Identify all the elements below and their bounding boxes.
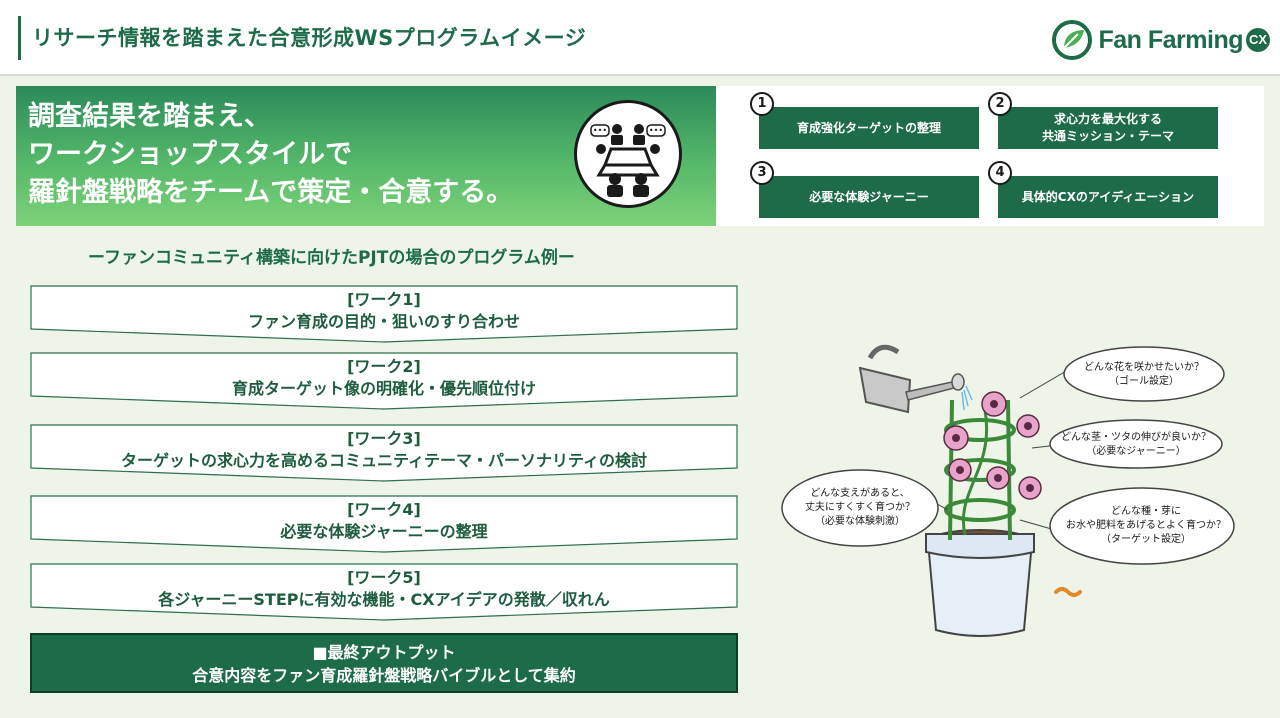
- svg-text:お水や肥料をあげるとよく育つか？: お水や肥料をあげるとよく育つか？: [1066, 518, 1226, 531]
- work-3: [ワーク3] ターゲットの求心力を高めるコミュニティテーマ・パーソナリティの検討: [30, 424, 738, 482]
- fan-farming-logo: Fan Farming CX: [1052, 20, 1270, 60]
- bubble-stimulus: どんな支えがあると、 丈夫にすくすく育つか？ （必要な体験刺激）: [781, 469, 939, 547]
- step-box-1: 育成強化ターゲットの整理: [759, 107, 979, 149]
- step-number-4: 4: [988, 161, 1012, 185]
- svg-text:（必要な体験刺激）: （必要な体験刺激）: [815, 514, 905, 527]
- worm-icon: [1054, 587, 1082, 597]
- work-title: [ワーク4]: [347, 500, 421, 519]
- plant-illustration: どんな花を咲かせたいか？ （ゴール設定） どんな茎・ツタの伸びが良いか？ （必要…: [781, 344, 1235, 637]
- svg-text:（ゴール設定）: （ゴール設定）: [1109, 374, 1179, 387]
- step-number-3: 3: [750, 161, 774, 185]
- work-description: 各ジャーニーSTEPに有効な機能・CXアイデアの発散／収れん: [158, 590, 610, 609]
- header-accent-bar: [18, 16, 21, 60]
- work-title: [ワーク5]: [347, 568, 421, 587]
- header: リサーチ情報を踏まえた合意形成WSプログラムイメージ Fan Farming C…: [0, 0, 1280, 76]
- logo-badge: CX: [1246, 28, 1270, 52]
- step-number-2: 2: [988, 92, 1012, 116]
- svg-text:どんな花を咲かせたいか？: どんな花を咲かせたいか？: [1084, 360, 1204, 373]
- work-title: [ワーク3]: [347, 429, 421, 448]
- chevron-box: [30, 285, 738, 343]
- logo-text: Fan Farming: [1098, 25, 1243, 54]
- final-output-box: ■最終アウトプット 合意内容をファン育成羅針盤戦略バイブルとして集約: [30, 633, 738, 693]
- work-title: [ワーク2]: [347, 357, 421, 376]
- svg-text:どんな支えがあると、: どんな支えがあると、: [810, 486, 910, 499]
- step-box-3: 必要な体験ジャーニー: [759, 176, 979, 218]
- bubble-target: どんな種・芽に お水や肥料をあげるとよく育つか？ （ターゲット設定）: [1049, 487, 1235, 565]
- step-box-2: 求心力を最大化する 共通ミッション・テーマ: [998, 107, 1218, 149]
- work-description: 育成ターゲット像の明確化・優先順位付け: [231, 379, 536, 398]
- chevron-box: [30, 563, 738, 621]
- svg-text:丈夫にすくすく育つか？: 丈夫にすくすく育つか？: [805, 500, 915, 513]
- flower-icons: [943, 391, 1042, 500]
- work-description: ターゲットの求心力を高めるコミュニティテーマ・パーソナリティの検討: [120, 451, 648, 470]
- work-5: [ワーク5] 各ジャーニーSTEPに有効な機能・CXアイデアの発散／収れん: [30, 563, 738, 621]
- work-1: [ワーク1] ファン育成の目的・狙いのすり合わせ: [30, 285, 738, 343]
- final-output-description: 合意内容をファン育成羅針盤戦略バイブルとして集約: [192, 666, 576, 685]
- leaf-logo-icon: [1052, 20, 1093, 60]
- step-box-4: 具体的CXのアイディエーション: [998, 176, 1218, 218]
- hero-line: ワークショップスタイルで: [28, 139, 352, 170]
- meeting-icon: ••• •••: [574, 100, 682, 208]
- watering-can-icon: [858, 344, 973, 414]
- work-description: ファン育成の目的・狙いのすり合わせ: [247, 312, 520, 331]
- svg-text:（ターゲット設定）: （ターゲット設定）: [1101, 532, 1191, 545]
- program-title: ーファンコミュニティ構築に向けたPJTの場合のプログラム例ー: [88, 248, 575, 268]
- chevron-box: [30, 352, 738, 410]
- work-description: 必要な体験ジャーニーの整理: [280, 522, 488, 541]
- steps-panel: 育成強化ターゲットの整理 1 求心力を最大化する 共通ミッション・テーマ 2 必…: [716, 86, 1264, 226]
- chevron-box: [30, 495, 738, 553]
- svg-text:•••: •••: [593, 126, 607, 135]
- page-title: リサーチ情報を踏まえた合意形成WSプログラムイメージ: [32, 26, 587, 50]
- hero-banner: 調査結果を踏まえ、 ワークショップスタイルで 羅針盤戦略をチームで策定・合意する…: [16, 86, 716, 226]
- svg-text:•••: •••: [649, 126, 663, 135]
- step-number-1: 1: [750, 92, 774, 116]
- final-output-title: ■最終アウトプット: [312, 643, 456, 662]
- work-title: [ワーク1]: [347, 290, 421, 309]
- svg-text:どんな種・芽に: どんな種・芽に: [1111, 504, 1181, 517]
- flower-pot: [925, 529, 1035, 637]
- work-2: [ワーク2] 育成ターゲット像の明確化・優先順位付け: [30, 352, 738, 410]
- bubble-goal: どんな花を咲かせたいか？ （ゴール設定）: [1063, 346, 1225, 402]
- hero-message: 調査結果を踏まえ、 ワークショップスタイルで 羅針盤戦略をチームで策定・合意する…: [28, 98, 513, 212]
- hero-line: 羅針盤戦略をチームで策定・合意する。: [28, 177, 514, 208]
- bubble-journey: どんな茎・ツタの伸びが良いか？ （必要なジャーニー）: [1049, 419, 1223, 469]
- svg-text:（必要なジャーニー）: （必要なジャーニー）: [1086, 444, 1186, 457]
- work-4: [ワーク4] 必要な体験ジャーニーの整理: [30, 495, 738, 553]
- hero-line: 調査結果を踏まえ、: [28, 101, 271, 132]
- svg-text:どんな茎・ツタの伸びが良いか？: どんな茎・ツタの伸びが良いか？: [1061, 430, 1211, 443]
- chevron-box: [30, 424, 738, 482]
